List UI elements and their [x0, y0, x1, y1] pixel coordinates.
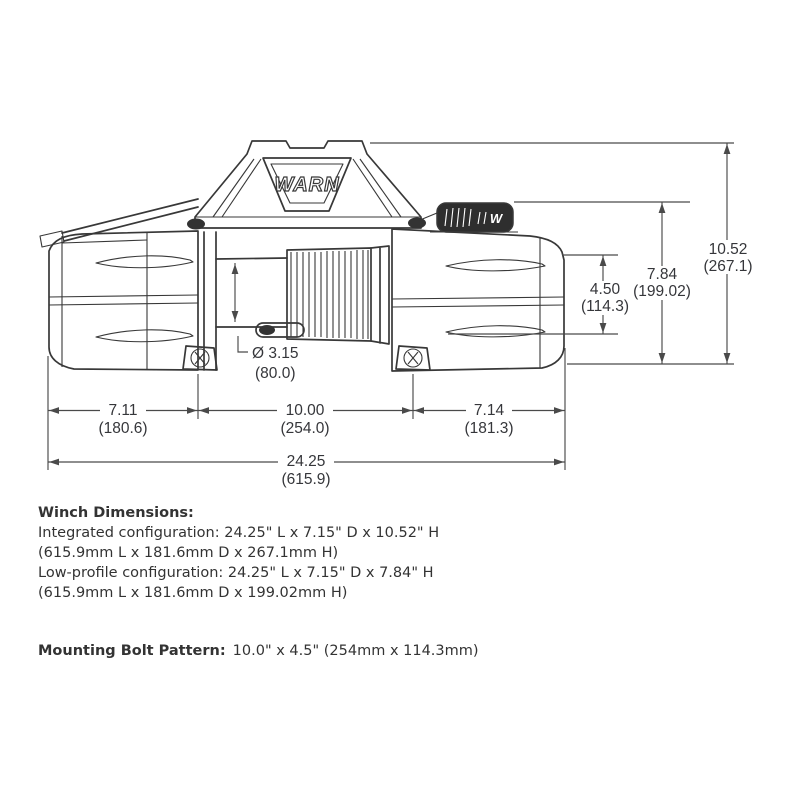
dim-drum-section-in: 10.00	[286, 402, 325, 419]
winch-line-art: WARN W	[39, 140, 565, 372]
dimension-lines	[47, 142, 755, 470]
dim-low-profile-height-mm: (199.02)	[633, 283, 691, 300]
dim-bolt-pattern-height-mm: (114.3)	[581, 298, 629, 315]
dim-overall-height-in: 10.52	[709, 241, 748, 258]
dim-overall-height-mm: (267.1)	[703, 258, 752, 275]
rope-coils	[290, 250, 369, 339]
dim-gear-section-mm: (181.3)	[464, 420, 513, 437]
tie-rod	[39, 198, 199, 248]
winch-dimensions-heading: Winch Dimensions:	[38, 505, 194, 521]
mounting-value: 10.0" x 4.5" (254mm x 114.3mm)	[232, 643, 479, 659]
dim-overall-length-in: 24.25	[287, 453, 326, 470]
control-pack-vents	[444, 207, 487, 228]
dim-bolt-pattern-height-in: 4.50	[590, 281, 621, 298]
dim-low-profile-height: 7.84 (199.02)	[633, 266, 691, 300]
dim-drum-section-mm: (254.0)	[280, 420, 329, 437]
left-motor-housing	[48, 230, 199, 371]
spec-line-low-profile-mm: (615.9mm L x 181.6mm D x 199.02mm H)	[38, 585, 348, 601]
dim-drum-diameter: Ø 3.15 (80.0)	[252, 345, 299, 382]
mounting-bolt-pattern-line: Mounting Bolt Pattern: 10.0" x 4.5" (254m…	[38, 641, 479, 661]
dim-motor-section-mm: (180.6)	[98, 420, 147, 437]
spec-line-integrated: Integrated configuration: 24.25" L x 7.1…	[38, 525, 440, 541]
rope-clevis	[255, 322, 305, 338]
top-frame: WARN	[194, 140, 422, 229]
dim-overall-height: 10.52 (267.1)	[703, 241, 752, 275]
warn-shield	[262, 157, 352, 212]
dim-drum-section-length: 10.00 (254.0)	[280, 402, 329, 437]
dim-motor-section-length: 7.11 (180.6)	[98, 402, 147, 437]
spec-line-integrated-mm: (615.9mm L x 181.6mm D x 267.1mm H)	[38, 545, 339, 561]
warn-logo-text: WARN	[274, 174, 339, 196]
rope-drum	[203, 231, 390, 371]
control-pack-logo-text: W	[490, 211, 504, 226]
dim-motor-section-in: 7.11	[108, 402, 137, 419]
dim-low-profile-height-in: 7.84	[647, 266, 678, 283]
mounting-feet	[182, 345, 431, 371]
dim-overall-length: 24.25 (615.9)	[281, 453, 330, 488]
dim-drum-diameter-mm: (80.0)	[255, 365, 296, 382]
dimension-labels: 10.52 (267.1) 7.84 (199.02) 4.50 (114.3)…	[98, 241, 752, 488]
dim-overall-length-mm: (615.9)	[281, 471, 330, 488]
dim-bolt-pattern-height: 4.50 (114.3)	[581, 281, 629, 315]
dim-gear-section-length: 7.14 (181.3)	[464, 402, 513, 437]
bolt-heads	[187, 217, 426, 230]
spec-line-low-profile: Low-profile configuration: 24.25" L x 7.…	[38, 565, 434, 581]
dim-gear-section-in: 7.14	[474, 402, 505, 419]
control-pack: W	[419, 202, 518, 233]
spec-text-block: Winch Dimensions: Integrated configurati…	[38, 503, 479, 661]
winch-dimension-diagram: WARN W	[39, 140, 755, 488]
right-gear-housing	[391, 228, 565, 372]
dim-drum-diameter-in: Ø 3.15	[252, 345, 299, 362]
mounting-heading: Mounting Bolt Pattern:	[38, 643, 226, 659]
